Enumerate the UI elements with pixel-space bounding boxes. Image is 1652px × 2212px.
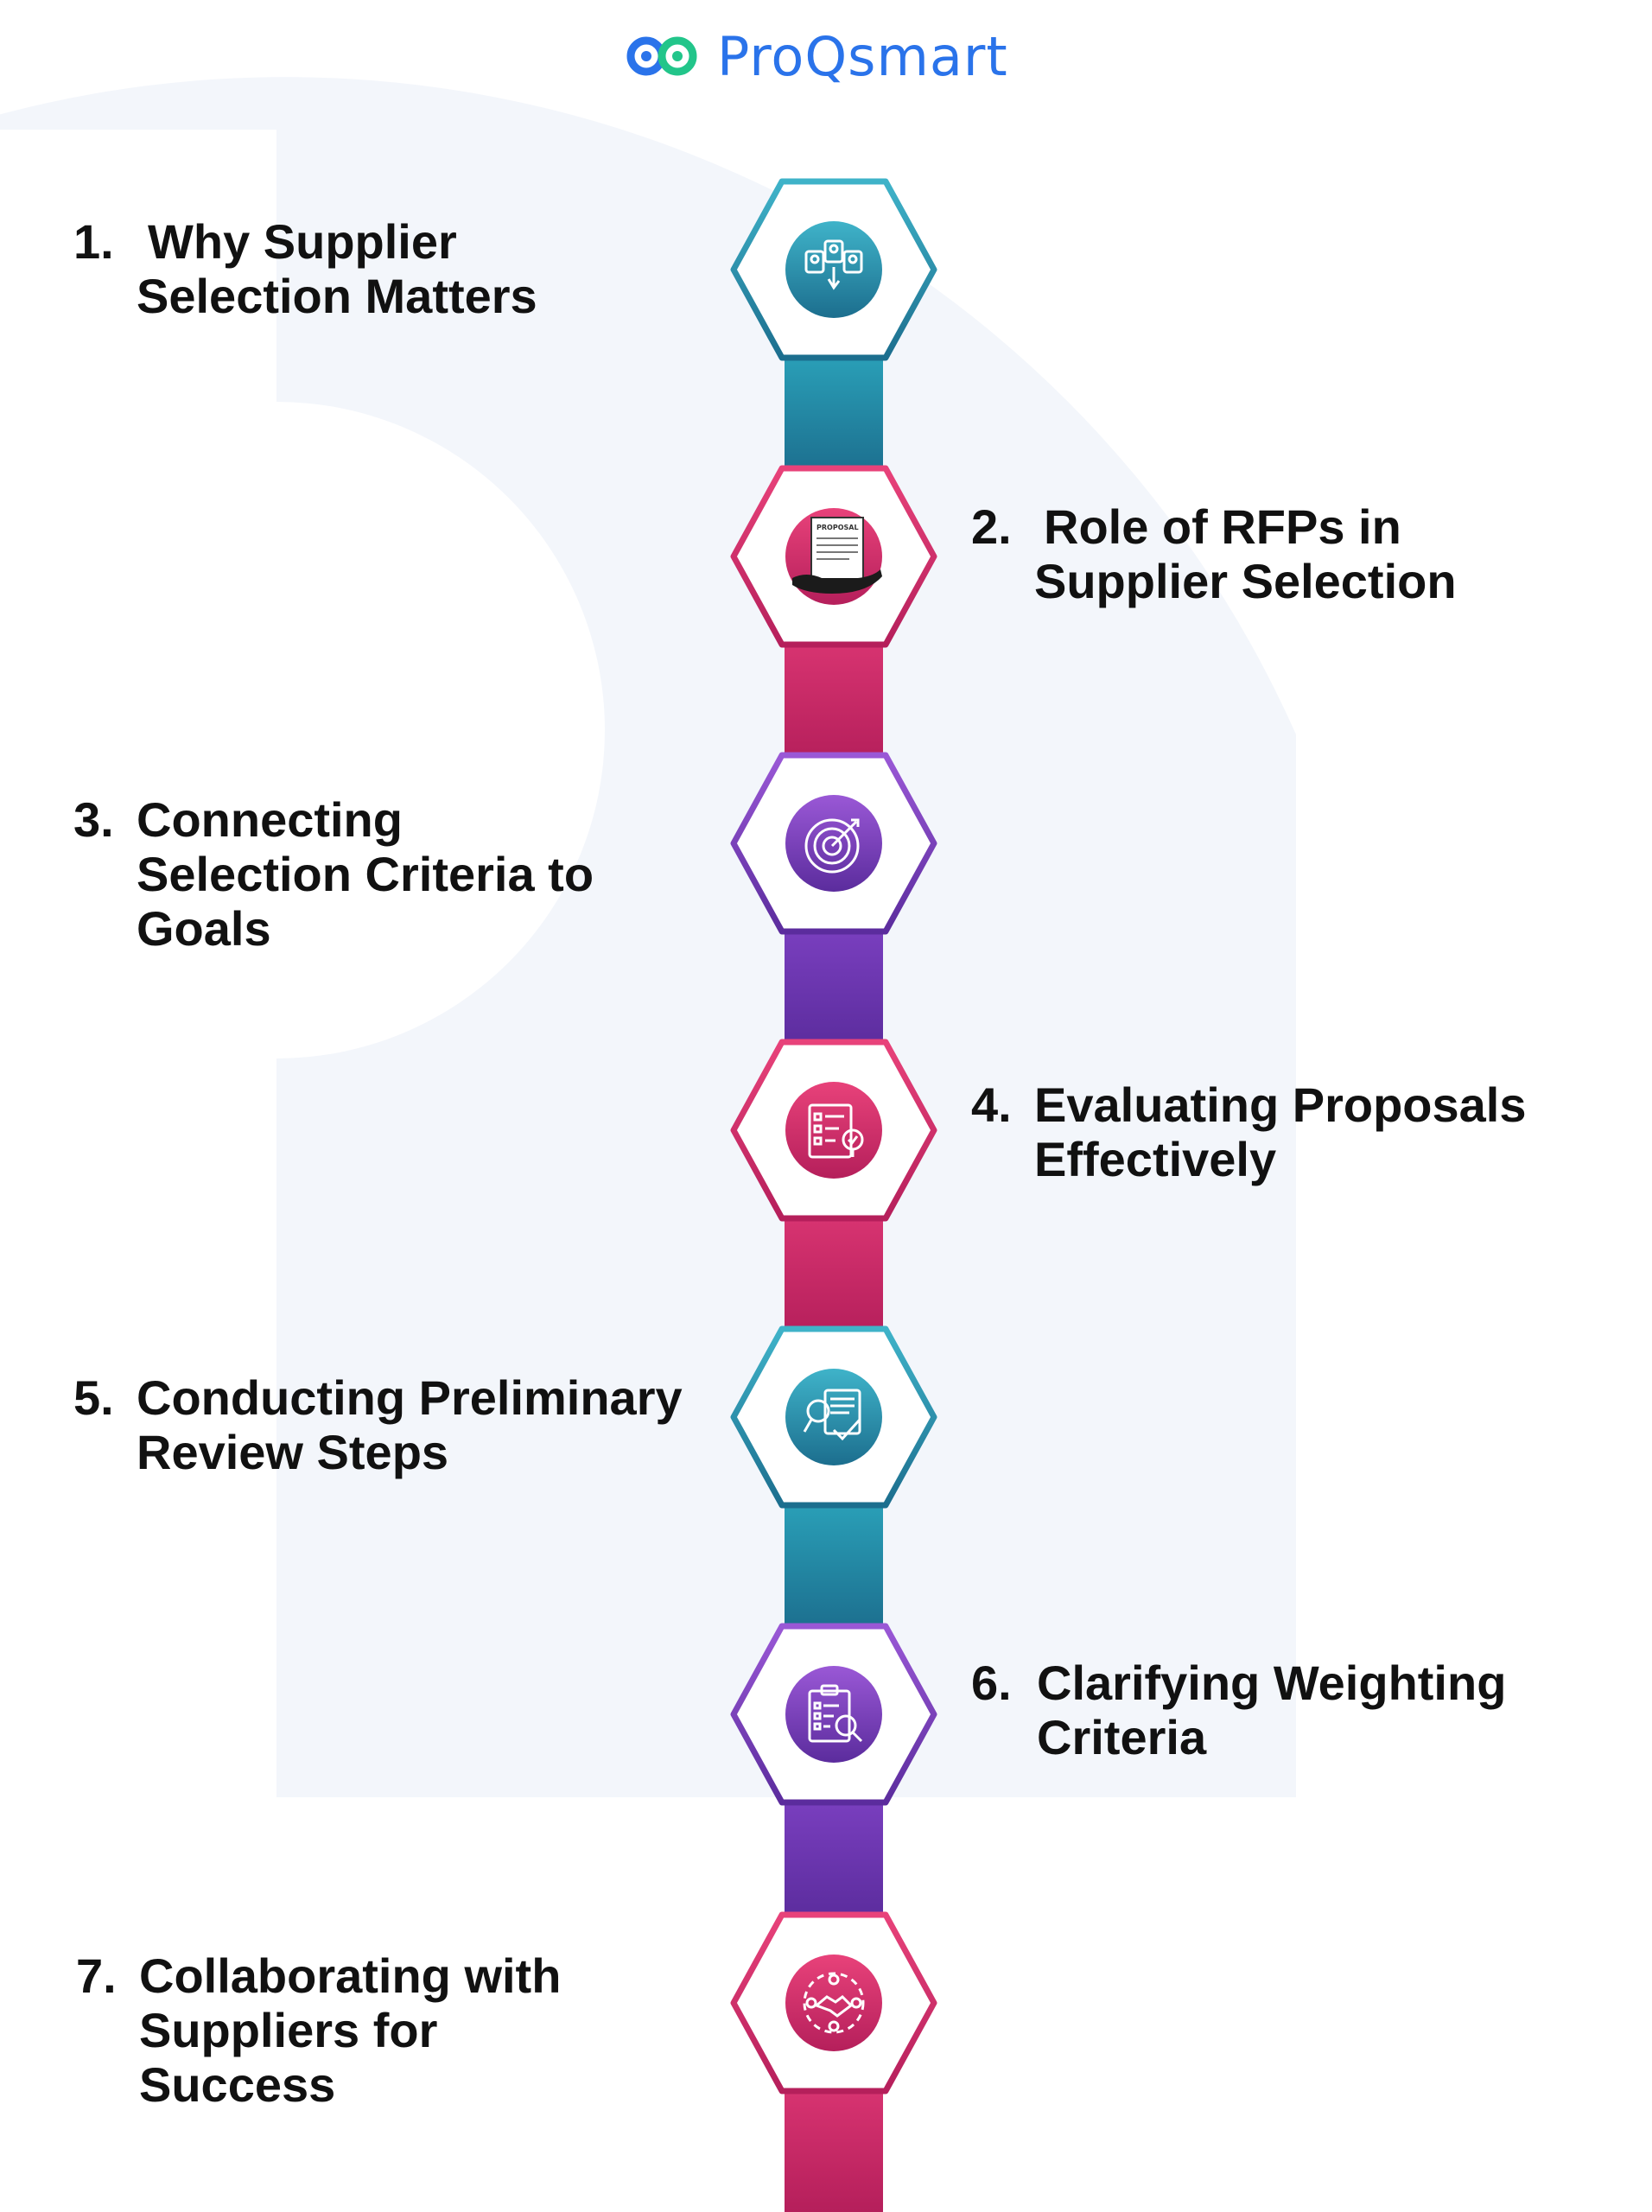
connector-1-2 xyxy=(785,354,883,475)
step-5-number: 5. xyxy=(73,1370,114,1425)
step-2-line-1: Role of RFPs in xyxy=(1044,499,1401,554)
step-1-label: 1. Why Supplier Selection Matters xyxy=(73,214,537,323)
step-7-hexagon xyxy=(728,1910,939,2095)
step-5-line-2: Review Steps xyxy=(137,1425,449,1479)
step-7-line-3: Success xyxy=(139,2057,336,2112)
brand-name: ProQsmart xyxy=(717,24,1008,88)
connector-5-6 xyxy=(785,1502,883,1631)
step-6-hexagon xyxy=(728,1622,939,1807)
step-6-line-1: Clarifying Weighting xyxy=(1037,1656,1507,1710)
step-6-number: 6. xyxy=(971,1656,1012,1710)
target-icon xyxy=(804,818,860,874)
step-3-line-1: Connecting xyxy=(137,792,403,847)
step-2-line-2: Supplier Selection xyxy=(1034,554,1457,608)
step-7-line-2: Suppliers for xyxy=(139,2003,438,2057)
connector-4-5 xyxy=(785,1215,883,1336)
step-4-label: 4. Evaluating Proposals Effectively xyxy=(971,1077,1527,1186)
infinity-link-logo-icon xyxy=(626,36,697,76)
step-5-label: 5. Conducting Preliminary Review Steps xyxy=(73,1370,683,1479)
step-2-label: 2. Role of RFPs in Supplier Selection xyxy=(971,499,1457,608)
step-3-line-3: Goals xyxy=(137,901,271,956)
clipboard-search-icon xyxy=(808,1684,863,1743)
document-review-check-icon xyxy=(803,1389,861,1441)
step-2-hexagon: PROPOSAL xyxy=(728,464,939,649)
connector-7-end xyxy=(785,2088,883,2212)
step-1-hexagon xyxy=(728,177,939,362)
step-7-number: 7. xyxy=(76,1948,117,2003)
connector-3-4 xyxy=(785,928,883,1049)
handshake-team-icon xyxy=(803,1972,865,2034)
connector-6-7 xyxy=(785,1799,883,1920)
step-7-line-1: Collaborating with xyxy=(139,1948,562,2003)
checklist-evaluation-icon xyxy=(808,1103,864,1159)
step-3-number: 3. xyxy=(73,792,114,847)
people-selection-icon xyxy=(804,239,863,290)
step-1-line-2: Selection Matters xyxy=(137,269,537,323)
connector-2-3 xyxy=(785,641,883,762)
proposal-document-hand-icon: PROPOSAL xyxy=(792,517,882,594)
step-7-label: 7. Collaborating with Suppliers for Succ… xyxy=(76,1948,561,2112)
step-4-line-1: Evaluating Proposals xyxy=(1034,1077,1527,1132)
step-4-line-2: Effectively xyxy=(1034,1132,1277,1186)
step-1-number: 1. xyxy=(73,214,114,269)
step-1-line-1: Why Supplier xyxy=(148,214,457,269)
step-5-hexagon xyxy=(728,1325,939,1510)
step-5-line-1: Conducting Preliminary xyxy=(137,1370,683,1425)
step-4-hexagon xyxy=(728,1038,939,1223)
brand-logo: ProQsmart xyxy=(622,24,1008,88)
step-3-hexagon xyxy=(728,751,939,936)
step-6-label: 6. Clarifying Weighting Criteria xyxy=(971,1656,1506,1764)
step-2-number: 2. xyxy=(971,499,1012,554)
step-6-line-2: Criteria xyxy=(1037,1710,1207,1764)
proposal-label: PROPOSAL xyxy=(816,524,859,531)
step-4-number: 4. xyxy=(971,1077,1012,1132)
step-3-line-2: Selection Criteria to xyxy=(137,847,594,901)
step-3-label: 3. Connecting Selection Criteria to Goal… xyxy=(73,792,594,956)
